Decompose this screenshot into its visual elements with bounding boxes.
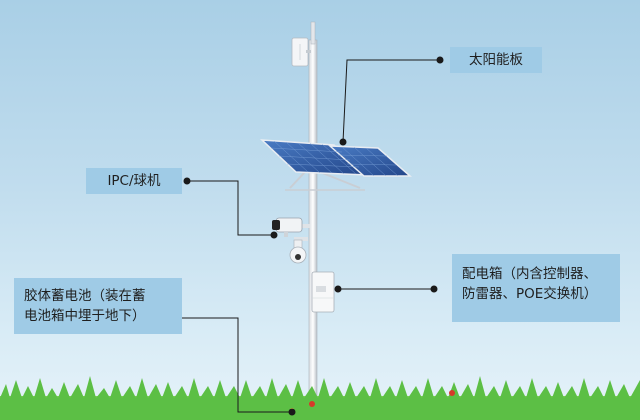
label-distribution-box: 配电箱（内含控制器、 防雷器、POE交换机）: [452, 254, 620, 322]
solar-panel-icon: [259, 139, 412, 191]
pole: [308, 39, 318, 401]
distribution-box-icon: [311, 271, 335, 313]
leader-line-battery: [182, 317, 296, 416]
wifi-bridge-icon: [291, 37, 311, 67]
label-solar-panel: 太阳能板: [450, 47, 542, 73]
camera-arm: [296, 224, 310, 228]
leader-line-ipc: [183, 177, 278, 239]
top-mast: [310, 21, 316, 45]
label-battery: 胶体蓄电池（装在蓄 电池箱中埋于地下）: [14, 278, 182, 334]
leader-line-solar: [339, 56, 444, 146]
dome-camera-icon: [289, 237, 308, 264]
bullet-camera-icon: [272, 217, 303, 237]
leader-line-box: [334, 285, 438, 293]
label-ipc-camera: IPC/球机: [86, 168, 182, 194]
grass: [0, 376, 640, 420]
